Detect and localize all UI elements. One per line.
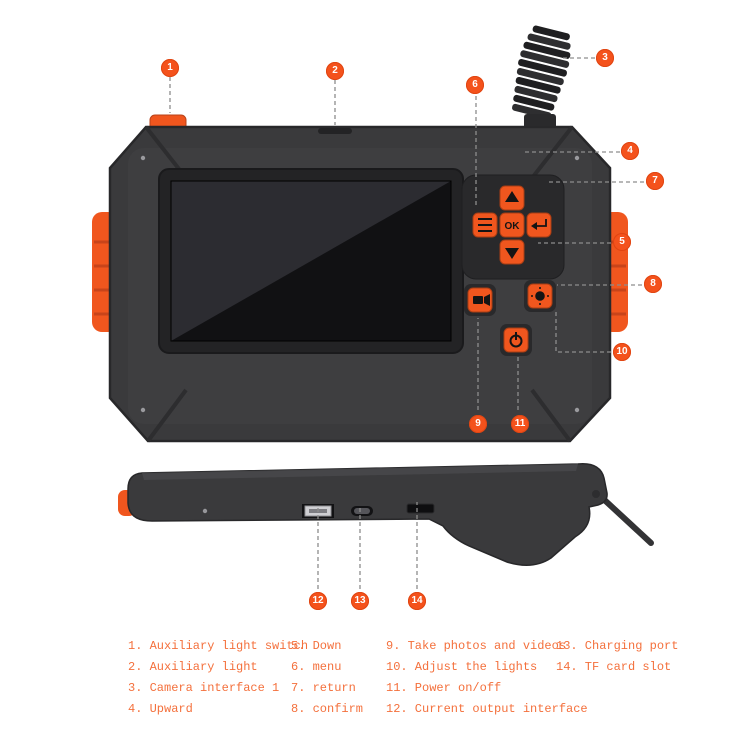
legend-item: 13. Charging port xyxy=(556,639,679,653)
callout-14: 14 xyxy=(408,592,426,610)
callout-9: 9 xyxy=(469,415,487,433)
device-front-view: OK xyxy=(92,25,628,443)
callout-1: 1 xyxy=(161,59,179,77)
front-screws xyxy=(140,155,580,413)
device-side-view xyxy=(118,463,654,566)
callout-11: 11 xyxy=(511,415,529,433)
legend-column-2: 5. Down 6. menu 7. return 8. confirm xyxy=(291,640,386,716)
confirm-button xyxy=(499,212,525,238)
corner-bevel-lines xyxy=(144,125,574,443)
return-icon-arrowhead xyxy=(531,222,537,230)
kickstand-hinge xyxy=(592,490,600,498)
parts-legend: 1. Auxiliary light switch 2. Auxiliary l… xyxy=(128,640,678,716)
callout-8: 8 xyxy=(644,275,662,293)
legend-item: 5. Down xyxy=(291,639,342,653)
tf-card-slot xyxy=(406,503,435,514)
legend-item: 3. Camera interface 1 xyxy=(128,681,280,695)
side-screw xyxy=(202,508,208,514)
callout-6: 6 xyxy=(466,76,484,94)
callout-10: 10 xyxy=(613,343,631,361)
charging-port xyxy=(351,506,373,516)
legend-item: 1. Auxiliary light switch xyxy=(128,639,309,653)
legend-item: 8. confirm xyxy=(291,702,364,716)
callout-2: 2 xyxy=(326,62,344,80)
screen-edge xyxy=(170,180,452,342)
callout-12: 12 xyxy=(309,592,327,610)
up-arrow-icon xyxy=(505,191,519,202)
callout-13: 13 xyxy=(351,592,369,610)
callout-5: 5 xyxy=(613,233,631,251)
callout-3: 3 xyxy=(596,49,614,67)
callout-7: 7 xyxy=(646,172,664,190)
legend-item: 6. menu xyxy=(291,660,342,674)
camera-interface-boot xyxy=(512,25,571,120)
legend-item: 10. Adjust the lights xyxy=(386,660,538,674)
legend-column-3: 9. Take photos and videos 10. Adjust the… xyxy=(386,639,588,716)
legend-item: 4. Upward xyxy=(128,702,193,716)
legend-item: 12. Current output interface xyxy=(386,702,588,716)
power-icon xyxy=(509,332,523,348)
callout-leader-lines xyxy=(169,57,644,589)
callout-4: 4 xyxy=(621,142,639,160)
sun-icon xyxy=(531,287,549,305)
return-icon xyxy=(536,219,547,227)
return-button xyxy=(526,212,552,238)
auxiliary-light xyxy=(318,128,352,134)
legend-item: 9. Take photos and videos xyxy=(386,639,567,653)
legend-column-4: 13. Charging port 14. TF card slot xyxy=(556,640,678,716)
down-arrow-icon xyxy=(505,248,519,259)
side-top-highlight xyxy=(142,464,578,480)
legend-item: 14. TF card slot xyxy=(556,660,672,674)
kickstand xyxy=(595,491,654,546)
legend-item: 2. Auxiliary light xyxy=(128,660,258,674)
menu-icon xyxy=(478,218,492,232)
screen-glare xyxy=(171,181,451,341)
dpad: OK xyxy=(472,185,552,265)
camera-icon xyxy=(473,294,490,306)
legend-column-1: 1. Auxiliary light switch 2. Auxiliary l… xyxy=(128,639,309,716)
legend-item: 11. Power on/off xyxy=(386,681,502,695)
legend-item: 7. return xyxy=(291,681,356,695)
ok-button-label: OK xyxy=(505,221,521,232)
